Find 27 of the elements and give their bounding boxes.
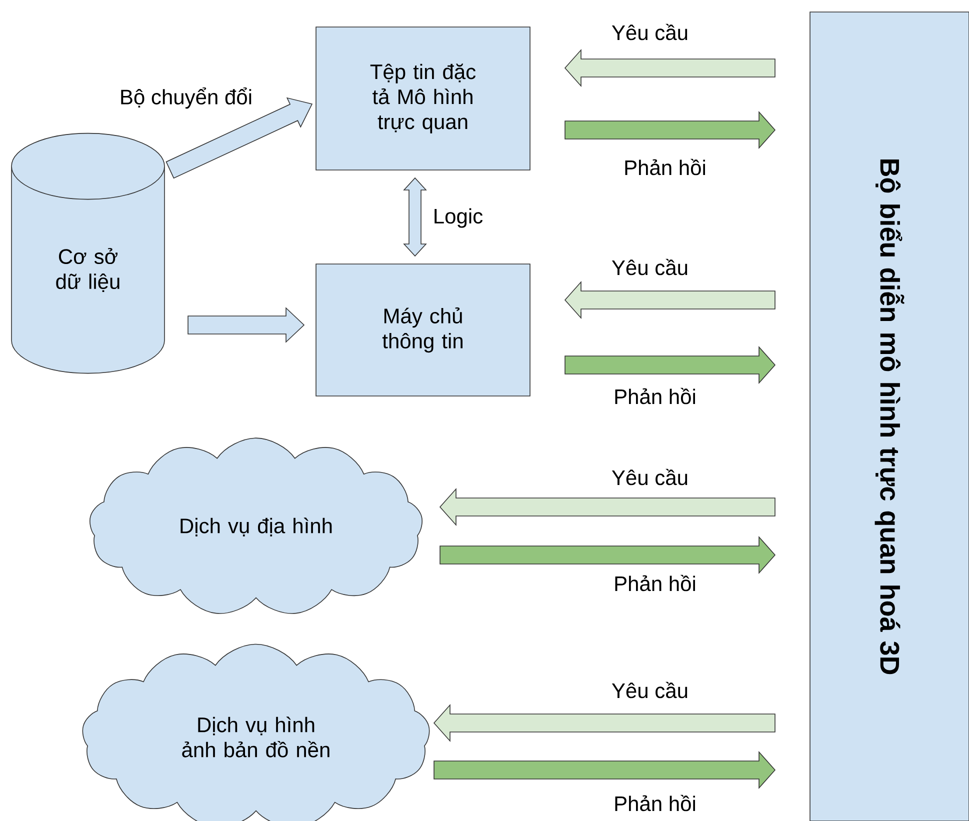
block-arrow [166,97,313,179]
block-arrow [439,488,776,526]
edge-label: Bộ chuyển đổi [118,86,254,110]
block-arrow [188,307,305,343]
edge-label: Phản hồi [612,794,698,812]
block-arrow [564,110,776,150]
block-arrow [403,177,427,257]
edge-label: Phản hồi [612,574,698,592]
edge-label: Phản hồi [622,158,708,176]
database-cylinder: Cơ sở dữ liệu [11,132,165,374]
block-arrow [564,346,776,384]
edge-label: Yêu cầu [610,680,690,700]
edge-label: Yêu cầu [610,22,690,42]
service-cloud: Dịch vụ địa hình [90,438,422,614]
block-arrow [434,750,776,790]
block-arrow [433,704,776,742]
block-arrow [564,48,776,88]
edge-label: Logic [432,207,484,229]
process-box: Tệp tin đặc tả Mô hình trực quan [316,26,530,170]
edge-label: Phản hồi [612,386,698,406]
edge-label: Yêu cầu [610,258,690,276]
block-arrow [440,536,776,574]
process-box: Máy chủ thông tin [316,264,530,396]
side-panel: Bộ biểu diễn mô hình trực quan hoá 3D [810,12,969,821]
edge-label: Yêu cầu [610,468,690,486]
block-arrow [564,280,776,320]
service-cloud: Dịch vụ hình ảnh bản đồ nền [82,644,430,821]
